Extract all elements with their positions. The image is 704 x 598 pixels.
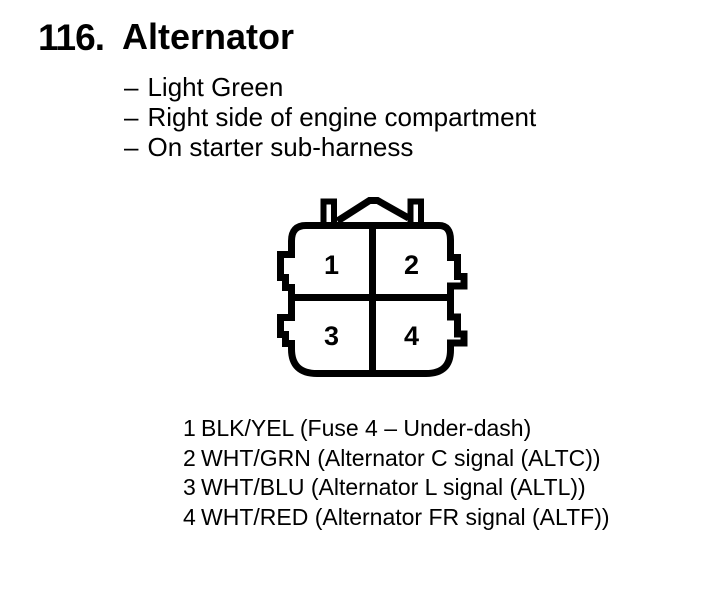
- pin-legend-row: 3 WHT/BLU (Alternator L signal (ALTL)): [183, 473, 610, 503]
- pin-description: WHT/RED (Alternator FR signal (ALTF)): [201, 503, 610, 530]
- pin-number: 1: [183, 415, 196, 441]
- pin-cavity-label-4: 4: [404, 321, 419, 351]
- pin-cavity-label-1: 1: [324, 250, 339, 280]
- detail-marker: –: [124, 132, 139, 162]
- pin-legend: 1 BLK/YEL (Fuse 4 – Under-dash) 2 WHT/GR…: [183, 414, 610, 532]
- detail-line: –Right side of engine compartment: [124, 102, 536, 132]
- pin-number: 4: [183, 503, 196, 530]
- detail-text: Right side of engine compartment: [147, 102, 537, 132]
- detail-text: On starter sub-harness: [147, 132, 414, 162]
- pin-cavity-label-2: 2: [404, 250, 419, 280]
- connector-key-tab-left-icon: [320, 198, 337, 224]
- detail-text: Light Green: [147, 72, 284, 102]
- pin-cavity-label-3: 3: [324, 321, 339, 351]
- pin-description: WHT/BLU (Alternator L signal (ALTL)): [201, 474, 586, 500]
- section-title: Alternator: [122, 16, 295, 57]
- detail-marker: –: [124, 102, 139, 132]
- detail-line: –On starter sub-harness: [124, 132, 536, 162]
- detail-line: –Light Green: [124, 72, 536, 102]
- pin-legend-row: 1 BLK/YEL (Fuse 4 – Under-dash): [183, 414, 610, 444]
- location-details: –Light Green –Right side of engine compa…: [124, 72, 536, 162]
- pin-number: 3: [183, 474, 196, 500]
- connector-diagram: 1 2 3 4: [277, 197, 468, 377]
- pin-description: WHT/GRN (Alternator C signal (ALTC)): [201, 444, 601, 471]
- pin-legend-row: 2 WHT/GRN (Alternator C signal (ALTC)): [183, 444, 610, 474]
- detail-marker: –: [124, 72, 139, 102]
- connector-key-tab-right-icon: [407, 198, 424, 224]
- section-number: 116.: [38, 17, 105, 58]
- pin-description: BLK/YEL (Fuse 4 – Under-dash): [201, 415, 532, 441]
- connector-key-ridge-icon: [335, 197, 411, 224]
- pin-number: 2: [183, 444, 196, 471]
- pin-legend-row: 4 WHT/RED (Alternator FR signal (ALTF)): [183, 503, 610, 533]
